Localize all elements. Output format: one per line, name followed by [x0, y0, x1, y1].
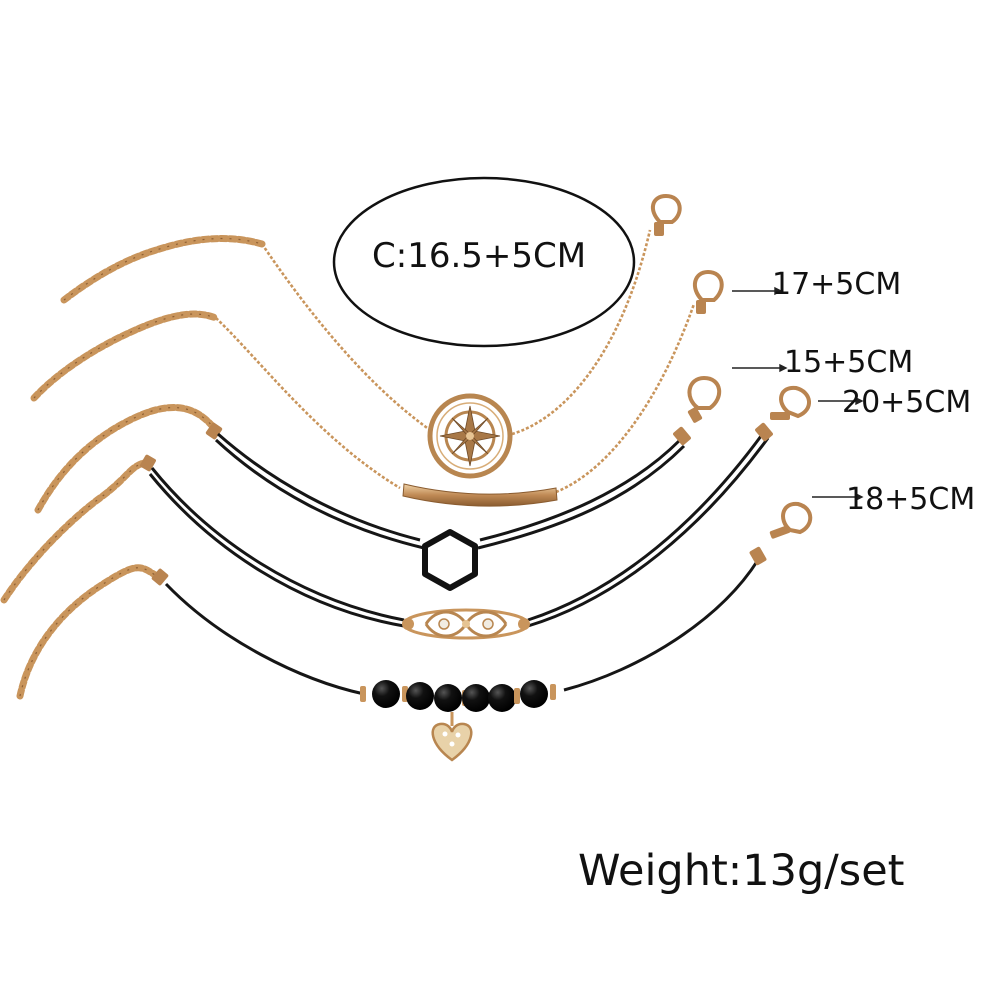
bar-bracelet	[30, 269, 724, 507]
compass-icon	[427, 393, 513, 479]
weight-label: Weight:13g/set	[578, 846, 905, 896]
heart-icon	[431, 712, 473, 762]
pointer-lines	[732, 286, 864, 502]
size-label-1: 17+5CM	[772, 267, 902, 302]
hexagon-bracelet	[34, 375, 721, 591]
size-label-4: 18+5CM	[846, 482, 976, 517]
size-label-2: 15+5CM	[784, 345, 914, 380]
hexagon-icon	[422, 529, 478, 591]
bead-row	[360, 680, 556, 712]
compass-bracelet	[60, 193, 682, 479]
bar-icon	[402, 483, 558, 507]
lobster-clasp-icon	[770, 385, 811, 420]
extender-chain	[60, 235, 266, 304]
lobster-clasp-icon	[692, 269, 724, 314]
filigree-icon	[402, 608, 530, 640]
lobster-clasp-icon	[687, 375, 721, 423]
filigree-bracelet	[0, 385, 811, 640]
size-label-3: 20+5CM	[842, 385, 972, 420]
circled-size-label: C:16.5+5CM	[372, 236, 587, 276]
lobster-clasp-icon	[769, 501, 813, 539]
size-ellipse	[332, 176, 636, 348]
bead-heart-bracelet	[16, 501, 813, 762]
lobster-clasp-icon	[650, 193, 682, 236]
